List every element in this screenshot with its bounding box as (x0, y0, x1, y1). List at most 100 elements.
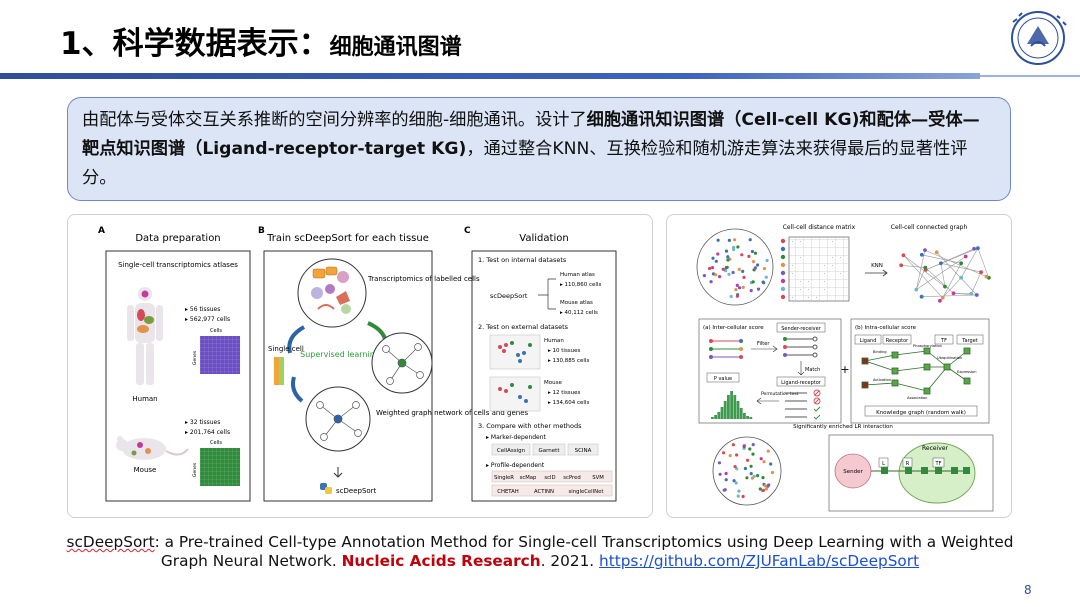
ext-human-stat-1: ▸ 10 tissues (548, 348, 581, 354)
human-label: Human (132, 395, 157, 403)
matrix-cell-mark: · (824, 287, 825, 292)
scatter-dot (745, 476, 749, 480)
graph-edge (925, 267, 954, 294)
scatter-dot (724, 266, 728, 270)
matrix-cell-mark: · (800, 279, 801, 284)
matrix-row-dot (780, 262, 786, 268)
node-r-label: R (906, 461, 910, 467)
scatter-dot (765, 258, 769, 263)
scatter-dot (764, 487, 768, 491)
matrix-cell-mark: · (840, 271, 841, 276)
graph-edge (921, 254, 962, 264)
matrix-row-dot (780, 294, 786, 300)
scatter-dot (711, 256, 715, 260)
mouse-icon (116, 436, 189, 460)
panel-b-box (263, 250, 433, 502)
scatter-dot (762, 281, 766, 285)
ext-mouse-dots-icon (498, 383, 532, 403)
matrix-cell-mark: · (808, 287, 809, 292)
arrow-down-icon (333, 467, 343, 478)
matrix-cell-mark: · (800, 239, 801, 244)
scatter-dot (722, 488, 726, 492)
graph-node (938, 298, 942, 303)
validation-section-1: 1. Test on internal datasets (478, 256, 567, 264)
significance-checks-icon (785, 389, 821, 420)
graph-node (976, 246, 980, 251)
intra-cellular-title: (b) Intra-cellular score (855, 325, 917, 331)
transcriptomics-label: Transcriptomics of labelled cells (367, 275, 480, 283)
page-number: 8 (1024, 583, 1032, 597)
university-logo-icon (1011, 11, 1067, 65)
graph-node (979, 270, 983, 274)
ext-mouse-stat-2: ▸ 134,604 cells (548, 400, 589, 406)
distance-matrix-icon: ····················· (780, 236, 850, 302)
human-cells-label: Cells (210, 328, 222, 334)
pvalue-box (706, 372, 740, 383)
filter-label: Filter (757, 341, 770, 347)
scatter-dot (733, 465, 737, 469)
matrix-row-dot (780, 286, 786, 292)
scatter-dot (723, 269, 728, 273)
edge-activation: Activation (873, 378, 891, 382)
knn-arrow-icon (865, 269, 888, 277)
graph-node (984, 274, 989, 279)
ext-mouse-scatter-icon (489, 376, 541, 412)
profile-dependent-label: ▸ Profile-dependent (486, 462, 545, 469)
header-accent-bar (0, 73, 980, 79)
ligand-receptor-label: Ligand-receptor (781, 380, 822, 386)
matrix-cell-mark: · (792, 263, 793, 268)
scatter-dot (759, 457, 763, 461)
matrix-cell-mark: · (800, 287, 801, 292)
scatter-dot (756, 287, 761, 291)
edge-expression: Expression (957, 370, 977, 374)
graph-node (919, 294, 924, 299)
matrix-cell-mark: · (832, 239, 833, 244)
graph-edge (921, 294, 977, 297)
scatter-dot (724, 471, 728, 476)
scatter-dot (737, 489, 741, 493)
enriched-lr-title: Significantly enriched LR interaction (793, 424, 893, 430)
scatter-dot (718, 275, 722, 279)
filter-arrow-icon (751, 345, 778, 353)
cell-scatter-circle (696, 228, 774, 306)
tool-name: scDeepSort (66, 533, 155, 551)
github-link[interactable]: https://github.com/ZJUFanLab/scDeepSort (599, 552, 920, 570)
lr-pairs-icon (709, 336, 818, 359)
mouse-cells-label: Cells (210, 440, 222, 446)
method-scina: SCINA (575, 448, 592, 454)
graph-node (940, 295, 945, 300)
scatter-dot (748, 238, 752, 242)
scatter-dot (761, 476, 765, 480)
edge-ubiquitination: Ubiquitination (937, 356, 962, 360)
scatter-dot (749, 464, 753, 468)
histogram-bar (733, 395, 737, 419)
summary-bold-text: 细胞通讯知识图谱（Cell-cell KG)和配体—受体—靶点知识图谱（Liga… (82, 110, 980, 159)
scatter-dot (716, 238, 720, 242)
matrix-cell-mark: · (800, 255, 801, 260)
graph-node (951, 291, 956, 296)
scatter-dot (709, 280, 713, 284)
validation-section-2: 2. Test on external datasets (478, 323, 569, 331)
method-garnett: Garnett (539, 448, 561, 454)
graph-edge (977, 248, 990, 278)
journal-name: Nucleic Acids Research (341, 552, 541, 570)
ligand-receptor-box (776, 376, 826, 387)
knowledge-graph-network-icon (861, 347, 971, 395)
scatter-dot (742, 275, 746, 279)
histogram-bar (714, 415, 717, 419)
scatter-dot (731, 270, 735, 275)
matrix-cell-mark: · (824, 279, 825, 284)
distance-matrix-title: Cell-cell distance matrix (783, 224, 856, 231)
method-singlecellnet: singleCellNet (569, 489, 604, 495)
histogram-bar (723, 401, 727, 419)
scatter-dot (732, 479, 736, 483)
scatter-dot (746, 458, 750, 462)
histogram-bar (730, 391, 733, 419)
histogram-bar (720, 407, 724, 419)
graph-node (914, 287, 919, 292)
method-singler: SingleR (494, 475, 514, 481)
scatter-dot (740, 253, 744, 257)
graph-node (919, 252, 924, 257)
matrix-cell-mark: · (792, 239, 793, 244)
mouse-atlas-cells: ▸ 40,112 cells (560, 310, 598, 316)
